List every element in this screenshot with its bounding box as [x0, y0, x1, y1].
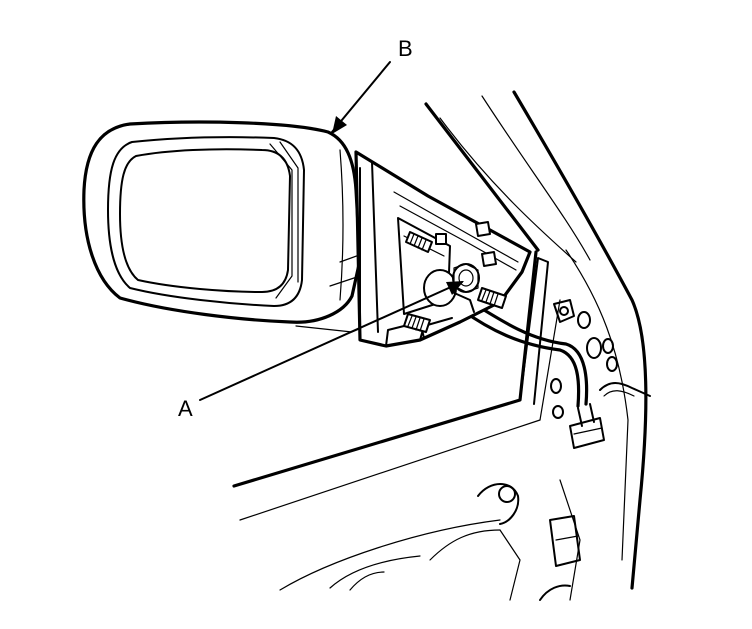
door-frame — [232, 90, 648, 601]
harness-connector — [569, 403, 605, 449]
pillar-mounting-holes — [550, 299, 618, 419]
callout-b-leader — [331, 61, 391, 133]
callout-a: A — [178, 281, 464, 421]
mirror-wire-harness — [460, 298, 651, 408]
upper-stud — [405, 231, 433, 253]
callout-a-label: A — [178, 396, 193, 421]
mounting-studs — [403, 231, 507, 333]
lower-stud — [403, 313, 431, 333]
callout-b-arrowhead — [332, 116, 347, 134]
right-stud — [477, 287, 507, 309]
callout-a-leader — [199, 281, 463, 401]
side-mirror-assembly — [82, 120, 391, 333]
door-inner-hardware — [349, 483, 581, 601]
callout-a-arrowhead — [446, 281, 464, 295]
callout-b-label: B — [398, 36, 413, 61]
callout-b: B — [331, 36, 413, 134]
